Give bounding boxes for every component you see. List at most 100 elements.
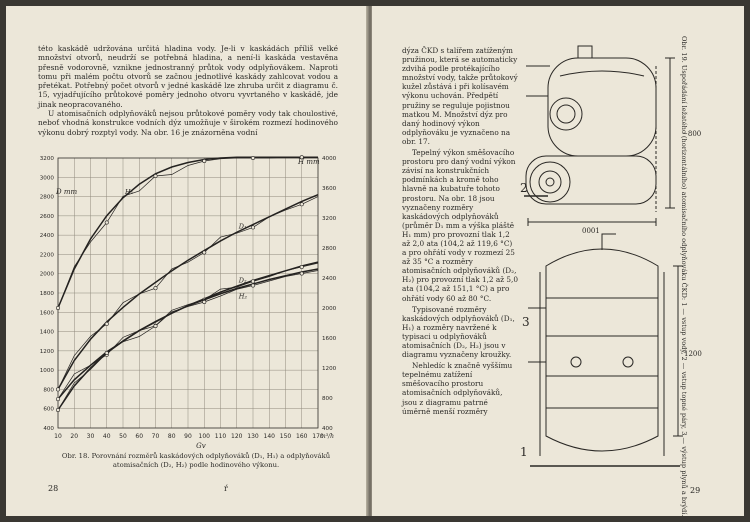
series-label: D₂ (238, 276, 247, 284)
x-tick-label: 80 (168, 433, 176, 440)
stray-mark: ŕ (224, 484, 228, 493)
data-point (153, 324, 158, 329)
label-3: 3 (522, 315, 530, 329)
x-axis-unit: m³/h (320, 433, 334, 440)
x-tick-label: 40 (103, 433, 111, 440)
data-point (104, 220, 109, 225)
label-1: 1 (520, 445, 528, 459)
right-paragraph-4: Nehledíc k značně vyššímu tepelnému zatí… (402, 361, 513, 416)
x-tick-label: 50 (119, 433, 127, 440)
right-page: dýza ČKD s talířem zatíženým pružinou, k… (372, 6, 744, 516)
right-paragraph-3: Typisované rozměry kaskádových odplyňová… (402, 304, 515, 360)
label-2: 2 (520, 181, 528, 195)
x-tick-label: 10 (54, 433, 62, 440)
steam-inlet-pipe (577, 45, 593, 58)
figure-19-caption: Obr. 19. Uspořádání ležatého (horizontál… (680, 36, 688, 516)
y-tick-label-left: 800 (43, 387, 54, 393)
lower-vessel (525, 155, 657, 205)
vessel-side-view (545, 248, 659, 452)
x-axis-label: Gv (196, 442, 206, 450)
data-point (251, 156, 256, 161)
y-tick-label-left: 2600 (40, 214, 55, 220)
x-tick-label: 110 (215, 433, 227, 440)
left-paragraph-2: U atomisačních odplyňováků nejsou průtok… (38, 109, 338, 137)
y-tick-label-right: 1200 (322, 366, 337, 372)
series-line (57, 196, 319, 390)
y-tick-label-left: 1000 (40, 368, 55, 374)
x-tick-label: 60 (135, 433, 143, 440)
right-paragraph-1: dýza ČKD s talířem zatíženým pružinou, k… (402, 46, 518, 146)
left-text-block: této kaskádě udržována určitá hladina vo… (38, 44, 338, 137)
series-label: D₁ (238, 222, 247, 230)
series-line (57, 270, 319, 411)
series-line (57, 268, 319, 411)
y-tick-label-right: 4000 (322, 156, 337, 162)
data-point (104, 321, 109, 326)
plot-frame (57, 157, 319, 429)
y-tick-label-left: 2000 (40, 272, 55, 278)
y-tick-label-left: 2200 (40, 252, 55, 258)
series-line (57, 156, 318, 309)
y-tick-label-right: 2800 (322, 246, 337, 252)
data-point (202, 300, 207, 305)
gas-outlet-pipe (601, 233, 616, 250)
y-tick-label-left: 3200 (40, 156, 55, 162)
y-tick-label-left: 2800 (40, 195, 55, 201)
x-tick-label: 20 (70, 433, 78, 440)
data-point (153, 286, 158, 291)
x-tick-label: 150 (280, 433, 292, 440)
data-point (153, 173, 158, 178)
x-tick-label: 30 (87, 433, 95, 440)
right-paragraph-2: Tepelný výkon směšovacího prostoru pro d… (402, 148, 518, 303)
data-point (104, 351, 109, 356)
data-point (299, 202, 304, 207)
y-tick-label-right: 2400 (322, 276, 337, 282)
left-paragraph-1: této kaskádě udržována určitá hladina vo… (38, 44, 338, 109)
dim-label-1200: 1200 (684, 350, 702, 358)
data-point (55, 407, 60, 412)
left-page: této kaskádě udržována určitá hladina vo… (6, 6, 370, 516)
y-axis-label-left: D mm (55, 188, 77, 196)
data-point (299, 264, 304, 269)
x-tick-label: 130 (247, 433, 259, 440)
vessel-top-contour (559, 70, 645, 77)
vessel-end-circle (549, 97, 583, 131)
y-tick-label-right: 400 (322, 426, 333, 432)
data-point (251, 225, 256, 230)
data-point (55, 387, 60, 392)
y-tick-label-left: 1600 (40, 310, 55, 316)
x-tick-label: 120 (231, 433, 243, 440)
x-tick-label: 140 (264, 433, 276, 440)
x-tick-label: 70 (152, 433, 160, 440)
y-tick-label-right: 2000 (322, 306, 337, 312)
y-axis-label-right: H mm (297, 158, 320, 166)
series-label: H₂ (238, 293, 248, 301)
data-point (202, 250, 207, 255)
book-spine (366, 6, 374, 516)
lower-vessel-flange (529, 161, 571, 203)
y-tick-label-left: 400 (43, 426, 54, 432)
vessel-top-view (547, 57, 657, 157)
series-line (57, 156, 318, 309)
y-tick-label-left: 2400 (40, 233, 55, 239)
deaerator-drawing: ~800 1200 0001 1 2 3 (520, 45, 702, 467)
y-tick-label-left: 3000 (40, 175, 55, 181)
data-point (55, 306, 60, 311)
page-number-right: 29 (690, 486, 701, 495)
y-tick-label-left: 1200 (40, 349, 55, 355)
x-tick-label: 90 (184, 433, 192, 440)
x-tick-label: 170 (312, 433, 324, 440)
data-point (55, 397, 60, 402)
y-tick-label-right: 3600 (322, 186, 337, 192)
page-number-left: 28 (48, 484, 59, 493)
data-point (251, 279, 256, 284)
figure-18-caption: Obr. 18. Porovnání rozměrů kaskádových o… (61, 452, 331, 469)
dim-label-width: 0001 (582, 227, 600, 235)
y-tick-label-right: 3200 (322, 216, 337, 222)
y-tick-label-right: 1600 (322, 336, 337, 342)
dim-label-800: ~800 (682, 130, 701, 138)
x-tick-label: 100 (199, 433, 211, 440)
y-tick-label-left: 1400 (40, 330, 55, 336)
